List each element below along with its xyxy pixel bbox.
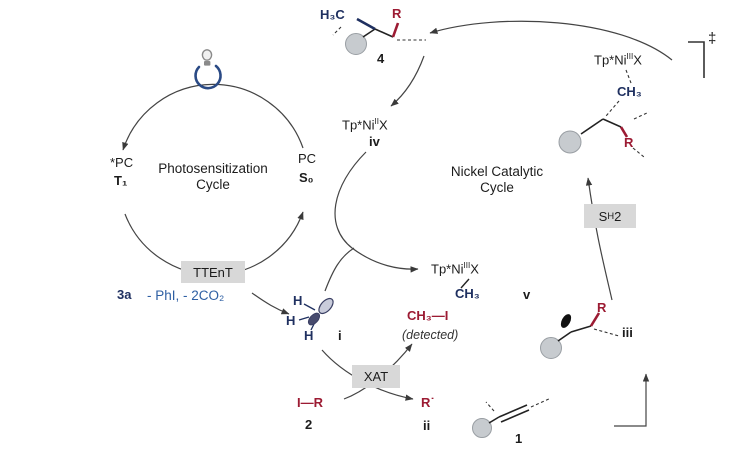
xat-label: XAT [363, 369, 389, 384]
sh2-sub-h: H [607, 211, 615, 221]
ts-ni-oxidation-state: III [626, 52, 634, 61]
arrow-alkene-to-iii [614, 373, 650, 427]
ts-dashed-tick [632, 147, 645, 158]
v-methyl-label: CH₃ [455, 286, 480, 301]
product-r-bond [391, 22, 400, 38]
photocycle-title: Photosensitization Cycle [143, 161, 283, 192]
ni-ii-complex-label: Tp*NiIIX [342, 117, 388, 133]
ts-methyl-label: CH₃ [617, 84, 642, 99]
product-bond [362, 28, 376, 38]
alkyl-iodide-number: 2 [305, 417, 313, 432]
v-methyl-bond [460, 278, 470, 289]
excited-state-label: T₁ [114, 173, 128, 188]
adduct-bond [557, 331, 572, 342]
alkyl-radical-formula: R˙ [421, 395, 435, 410]
ts-r-bond [619, 126, 629, 138]
methyl-radical-h-top: H [293, 293, 303, 308]
arrow-methyl-radical-merge [324, 247, 355, 292]
alkene-bond [488, 416, 500, 424]
arrow-iv-to-v [334, 151, 419, 273]
arrow-ts-to-product [429, 20, 673, 61]
product-number-label: 4 [377, 51, 385, 66]
step-v-label: v [523, 287, 531, 302]
adduct-r-label: R [597, 300, 607, 315]
methyl-radical-h-bottom: H [304, 328, 314, 343]
alkene-double-bond [500, 409, 530, 423]
sh2-s: S [598, 208, 608, 224]
ni-iii-suffix: X [470, 261, 479, 277]
lightbulb-swirl-icon [194, 64, 222, 90]
methyl-radical-bond [298, 316, 310, 321]
alkene-number-label: 1 [515, 431, 523, 446]
arrow-photocycle-to-methyl-radical [251, 292, 290, 315]
alkyl-radical-label: ii [423, 418, 431, 433]
excited-pc-label: *PC [110, 155, 134, 170]
byproducts-label: - PhI, - 2CO₂ [147, 288, 225, 303]
product-sphere [345, 33, 367, 55]
nickel-cycle-title-line2: Cycle [480, 179, 514, 195]
methyl-radical-orbital-lower [307, 312, 321, 326]
methyl-iodide-note: (detected) [402, 328, 459, 342]
lightbulb-bulb-icon [201, 49, 213, 61]
ni-ii-suffix: X [379, 117, 388, 133]
product-methyl-label: H₃C [320, 7, 345, 22]
arrow-product-to-iv [390, 55, 425, 107]
substrate-label: 3a [117, 287, 132, 302]
ts-ni-prefix: Tp*Ni [594, 52, 627, 68]
ni-iii-oxidation-state: III [463, 261, 471, 270]
product-bond [374, 28, 394, 38]
adduct-label: iii [622, 325, 633, 340]
ni-ii-prefix: Tp*Ni [342, 117, 375, 133]
ts-bond [602, 118, 622, 128]
alkene-sphere [472, 418, 492, 438]
adduct-dashed-bond [593, 328, 620, 337]
ts-r-label: R [624, 135, 634, 150]
product-r-label: R [392, 6, 402, 21]
product-dashed-tick [332, 26, 342, 36]
ts-bond [580, 118, 604, 135]
xat-box: XAT [352, 365, 400, 388]
ni-ii-oxidation-state: II [374, 117, 379, 126]
methyl-radical-label: i [338, 328, 342, 343]
alkene-dashed-tick [485, 401, 495, 412]
photocycle-title-line2: Cycle [196, 176, 230, 192]
adduct-bond [570, 325, 592, 333]
ts-ni-suffix: X [633, 52, 642, 68]
photocycle-top-arc-arrow [122, 83, 304, 151]
methyl-radical-h-left: H [286, 313, 296, 328]
ts-bracket [688, 41, 705, 78]
ttent-box: TTEnT [181, 261, 245, 283]
methyl-iodide-formula: CH₃—I [407, 308, 449, 323]
ts-ni-methyl-dashed-bond [625, 69, 632, 84]
arrow-iii-to-ts-through-sh2 [585, 177, 613, 301]
adduct-r-bond [589, 312, 601, 327]
ts-methyl-carbon-dashed-bond [605, 100, 620, 117]
ni-iii-prefix: Tp*Ni [431, 261, 464, 277]
lightbulb-base-icon [204, 61, 211, 66]
ground-pc-label: PC [298, 151, 317, 166]
adduct-radical-orbital [560, 314, 572, 328]
product-methyl-bond [356, 17, 376, 31]
ts-sphere [558, 130, 582, 154]
ttent-label: TTEnT [193, 264, 233, 280]
double-dagger-symbol: ‡ [708, 30, 717, 47]
alkene-dashed-bond [530, 397, 552, 408]
ground-state-label: S₀ [299, 170, 314, 185]
alkyl-iodide-formula: I—R [297, 395, 323, 410]
alkene-double-bond [498, 404, 528, 418]
ts-dashed-tick [633, 111, 650, 120]
nickel-cycle-title: Nickel Catalytic Cycle [427, 164, 567, 195]
methyl-radical-bond [303, 303, 316, 311]
photocycle-title-line1: Photosensitization [158, 161, 268, 176]
step-iv-label: iv [369, 134, 380, 149]
sh2-two: 2 [614, 208, 622, 224]
ni-iii-complex-label: Tp*NiIIIX [431, 261, 479, 277]
adduct-sphere [540, 337, 562, 359]
nickel-cycle-title-line1: Nickel Catalytic [450, 164, 544, 179]
ts-ni-complex-label: Tp*NiIIIX [594, 52, 642, 68]
methyl-radical-orbital-upper [318, 297, 334, 315]
